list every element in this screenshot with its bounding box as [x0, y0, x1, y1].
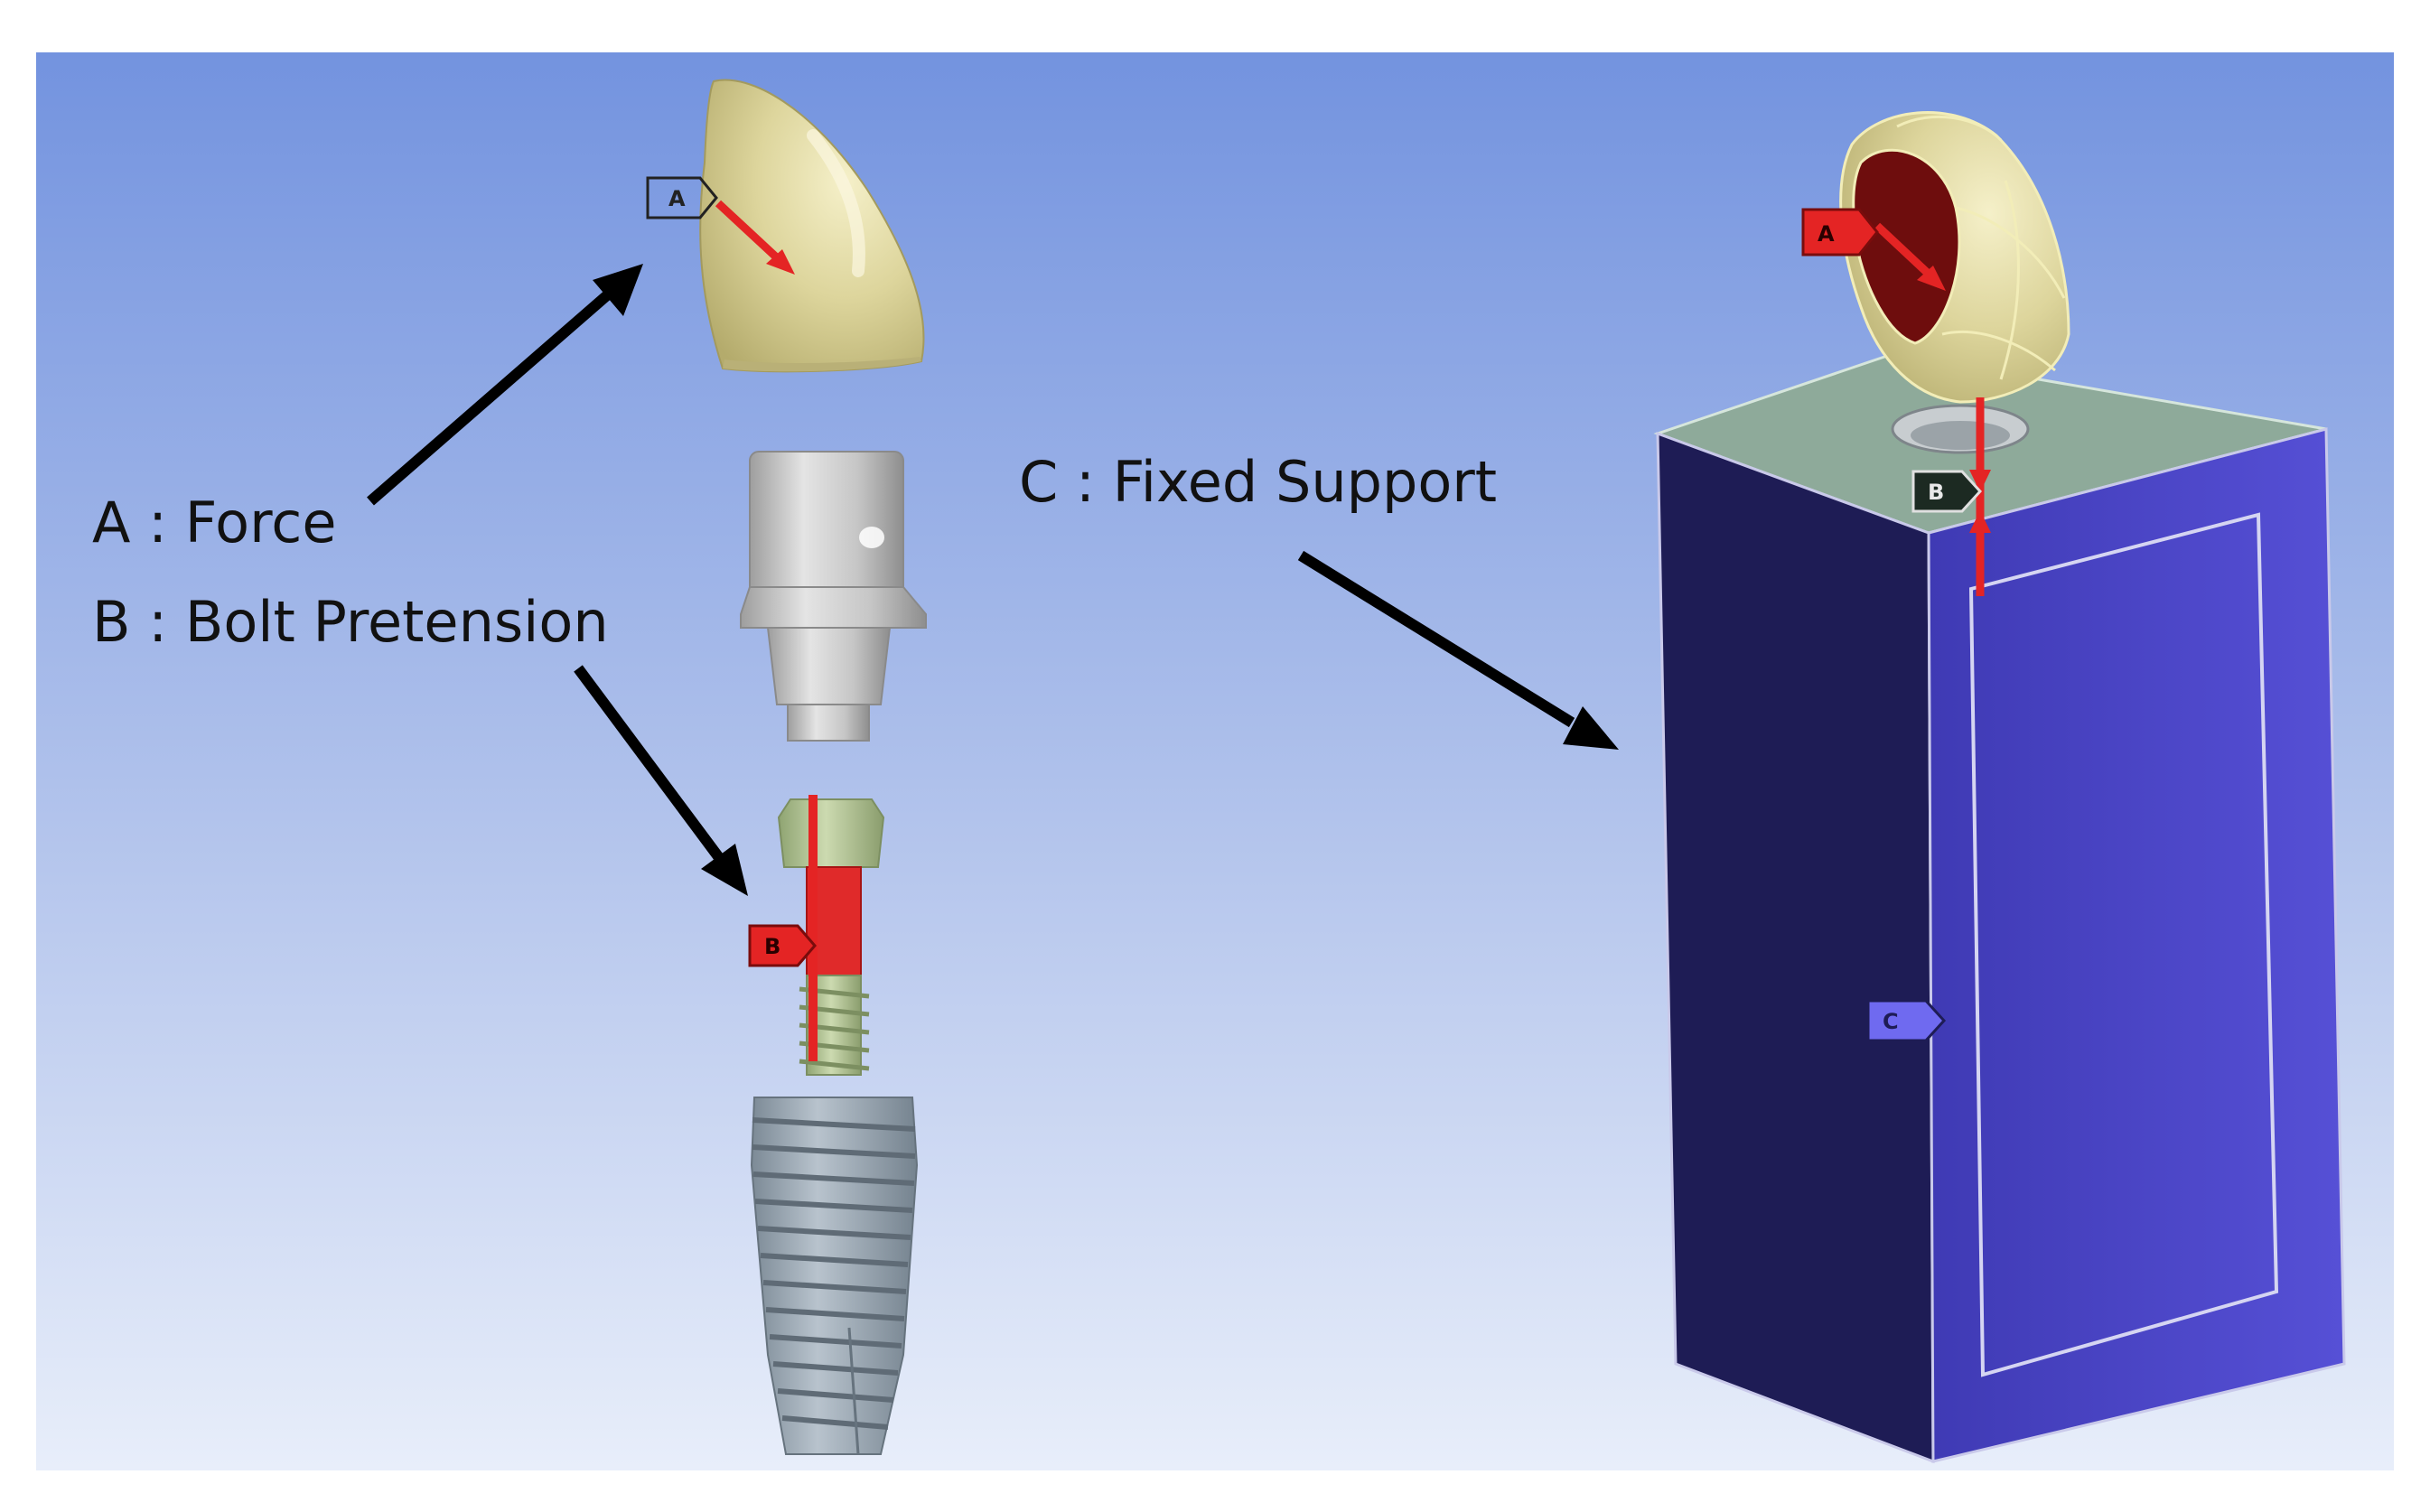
- pretension-arrow-down-icon: [1969, 470, 1991, 492]
- assembled-crown-model: [1839, 111, 2070, 404]
- tag-icon: C: [1866, 999, 1947, 1042]
- force-vector: [715, 200, 785, 266]
- force-arrow-icon: [1917, 266, 1946, 291]
- arrow-icon: [367, 264, 643, 506]
- tag-a-left: A: [668, 186, 686, 211]
- tag-icon: A: [646, 176, 718, 219]
- tag-icon: B: [748, 924, 817, 967]
- tag-icon: B: [1911, 470, 1983, 513]
- fixed-block-model: [1653, 352, 2346, 1464]
- force-arrow-icon: [766, 249, 795, 275]
- pretension-caption: B : Bolt Pretension: [92, 589, 609, 655]
- pretension-arrow-up-icon: [1969, 510, 1991, 533]
- arrow-icon: [1297, 550, 1619, 750]
- force-vector-right: [1874, 222, 1937, 282]
- tag-a-right: A: [1818, 221, 1835, 247]
- crown-model: [699, 79, 925, 373]
- force-caption: A : Force: [92, 490, 336, 555]
- implant-model: [750, 1097, 919, 1455]
- abutment-model: [740, 451, 927, 742]
- tag-b-right: B: [1928, 480, 1944, 505]
- tag-icon: A: [1801, 208, 1879, 257]
- arrow-icon: [574, 665, 748, 896]
- tag-b-left: B: [764, 934, 780, 959]
- tag-c-right: C: [1883, 1009, 1899, 1034]
- support-caption: C : Fixed Support: [1019, 449, 1497, 515]
